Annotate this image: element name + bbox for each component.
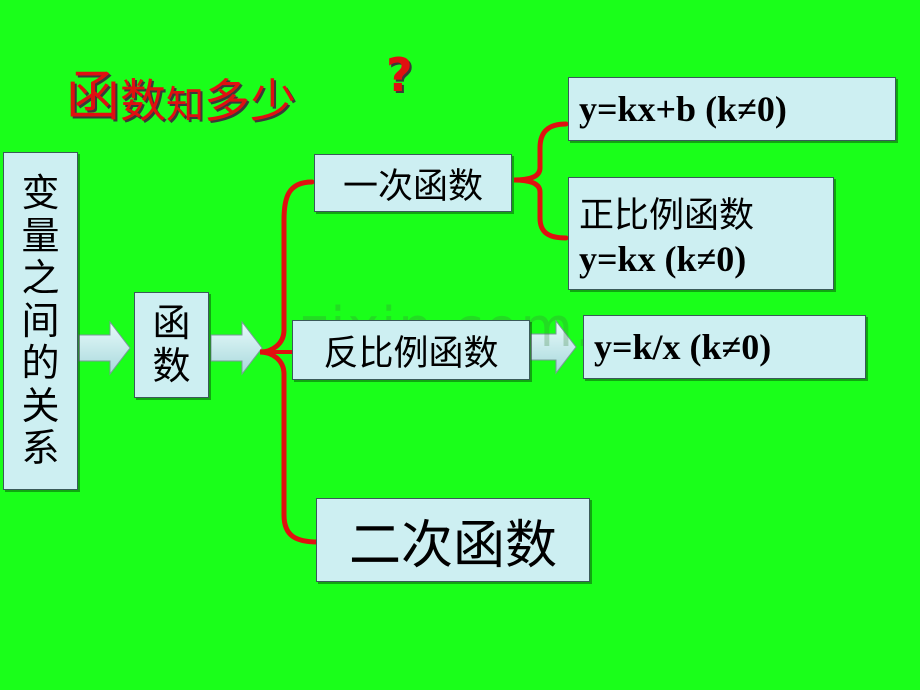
root-box: 变 量 之 间 的 关 系 [3, 152, 78, 490]
root-char-3: 之 [21, 256, 60, 301]
block-arrow-inverse-to-formula [530, 319, 577, 375]
block-arrow-root-to-function [78, 320, 131, 376]
function-char-1: 函 [152, 301, 191, 346]
root-char-4: 间 [21, 298, 60, 343]
linear-function-box: 一次函数 [314, 154, 512, 212]
question-mark: ? [386, 48, 413, 102]
title-char-5: 少 [250, 74, 297, 128]
quadratic-function-box: 二次函数 [316, 498, 590, 582]
linear-function-label: 一次函数 [342, 166, 483, 207]
root-char-6: 关 [21, 383, 60, 428]
function-char-2: 数 [152, 344, 191, 388]
inverse-function-label: 反比例函数 [323, 333, 499, 374]
title-char-1: 函 [66, 65, 120, 128]
inverse-formula-box: y=k/x (k≠0) [583, 315, 866, 379]
title-char-3: 知 [166, 83, 205, 127]
root-char-1: 变 [21, 171, 60, 216]
title-char-2: 数 [120, 74, 166, 128]
proportional-formula: y=kx (k≠0) [579, 239, 747, 279]
root-char-5: 的 [21, 341, 60, 386]
proportional-label: 正比例函数 [579, 196, 755, 236]
page-title: 函 数 知 多 少 [66, 44, 297, 128]
root-char-2: 量 [21, 213, 60, 258]
linear-formula-box: y=kx+b (k≠0) [568, 77, 896, 141]
function-box: 函 数 [134, 292, 209, 398]
proportional-box: 正比例函数 y=kx (k≠0) [568, 177, 834, 290]
linear-bracket [513, 121, 569, 241]
block-arrow-function-to-branches [210, 320, 263, 376]
quadratic-function-label: 二次函数 [348, 515, 557, 576]
root-char-7: 系 [21, 426, 60, 471]
linear-formula: y=kx+b (k≠0) [579, 89, 787, 129]
title-char-4: 多 [204, 74, 251, 128]
inverse-formula: y=k/x (k≠0) [594, 327, 772, 367]
inverse-function-box: 反比例函数 [292, 320, 530, 380]
